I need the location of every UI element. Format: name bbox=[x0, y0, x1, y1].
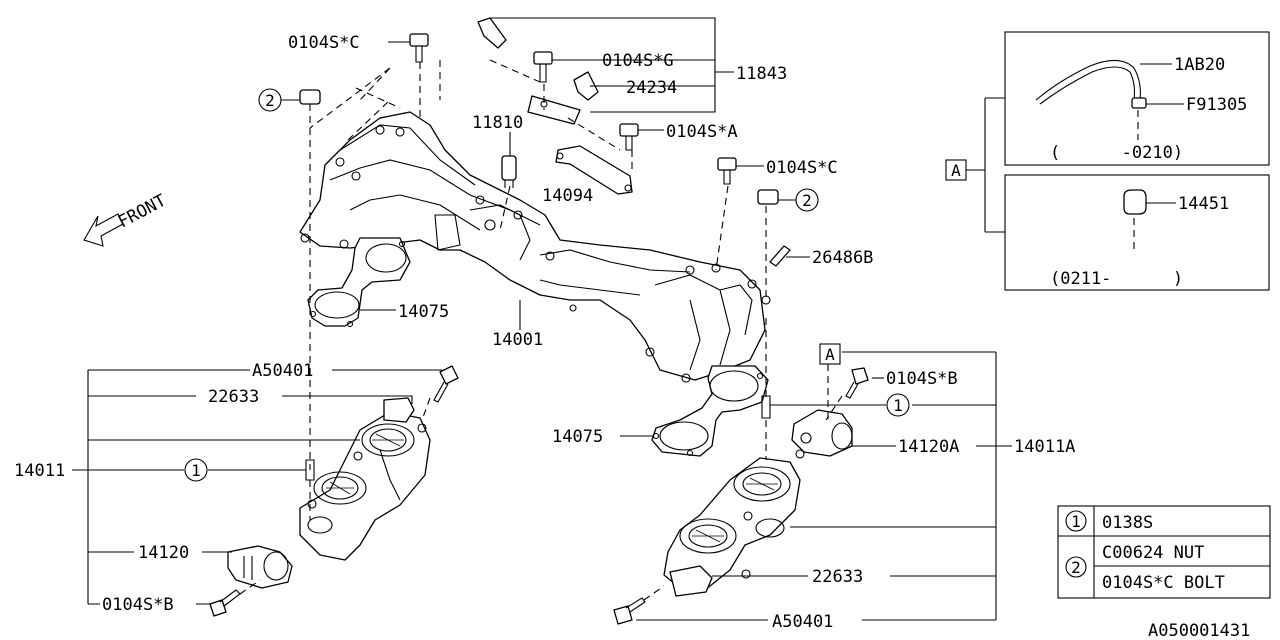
sensor-14120a bbox=[791, 409, 853, 457]
legend-text-nut: C00624 NUT bbox=[1102, 543, 1204, 563]
fitting-26486b bbox=[769, 245, 791, 267]
svg-text:1: 1 bbox=[1071, 512, 1081, 531]
label-14120a: 14120A bbox=[898, 437, 959, 457]
label-14011: 14011 bbox=[14, 461, 65, 481]
gasket-lower bbox=[651, 365, 769, 457]
svg-text:A: A bbox=[951, 161, 961, 180]
label-26486b: 26486B bbox=[812, 248, 873, 268]
front-arrow-icon: FRONT bbox=[83, 191, 170, 247]
marker-circle-2-left: 2 bbox=[258, 88, 300, 112]
marker-box-a-right: A bbox=[819, 343, 841, 365]
svg-text:1: 1 bbox=[893, 396, 903, 415]
bracket-14094 bbox=[555, 145, 633, 195]
legend-marker-1: 1 bbox=[1065, 510, 1087, 532]
label-0104s-c-top: 0104S*C bbox=[288, 33, 360, 53]
label-0104s-g: 0104S*G bbox=[602, 51, 674, 71]
label-0104s-b-right: 0104S*B bbox=[886, 369, 958, 389]
label-14075-upper: 14075 bbox=[398, 302, 449, 322]
intake-manifold bbox=[299, 111, 771, 383]
svg-text:2: 2 bbox=[1071, 558, 1081, 577]
marker-box-a-panel: A bbox=[945, 159, 967, 181]
label-22633-lower: 22633 bbox=[812, 567, 863, 587]
legend-table bbox=[1057, 505, 1271, 599]
label-range-upper: ( -0210) bbox=[1050, 143, 1183, 163]
throttle-body-right bbox=[663, 449, 805, 597]
detail-panel-a bbox=[966, 31, 1270, 291]
legend-text-bolt: 0104S*C BOLT bbox=[1102, 573, 1225, 593]
label-24234: 24234 bbox=[626, 78, 677, 98]
label-14011a: 14011A bbox=[1014, 437, 1075, 457]
svg-text:1: 1 bbox=[191, 461, 201, 480]
svg-text:A: A bbox=[825, 345, 835, 364]
throttle-body-left bbox=[299, 397, 431, 561]
label-14001: 14001 bbox=[492, 330, 543, 350]
fastener-glyphs bbox=[209, 33, 869, 625]
gasket-upper bbox=[307, 237, 411, 328]
marker-circle-2-right: 2 bbox=[795, 188, 819, 212]
bracket-24234 bbox=[477, 17, 599, 125]
front-label: FRONT bbox=[115, 191, 170, 233]
marker-circle-1-right: 1 bbox=[886, 393, 910, 417]
label-14094: 14094 bbox=[542, 186, 593, 206]
label-1ab20: 1AB20 bbox=[1174, 55, 1225, 75]
label-a50401-lower: A50401 bbox=[772, 612, 833, 632]
label-14120: 14120 bbox=[138, 543, 189, 563]
leader-lines bbox=[72, 17, 1012, 621]
assembly-dashed-lines bbox=[239, 59, 843, 601]
legend-text-0138s: 0138S bbox=[1102, 513, 1153, 533]
svg-text:2: 2 bbox=[265, 91, 275, 110]
label-a50401-upper: A50401 bbox=[252, 361, 313, 381]
drawing-number: A050001431 bbox=[1148, 621, 1250, 640]
label-22633-upper: 22633 bbox=[208, 387, 259, 407]
sensor-11810 bbox=[501, 155, 517, 188]
label-11810: 11810 bbox=[472, 113, 523, 133]
label-14451: 14451 bbox=[1178, 194, 1229, 214]
label-0104s-b-left: 0104S*B bbox=[102, 595, 174, 615]
label-14075-lower: 14075 bbox=[552, 427, 603, 447]
sensor-14120 bbox=[227, 545, 293, 589]
label-0104s-a: 0104S*A bbox=[666, 122, 738, 142]
svg-text:2: 2 bbox=[802, 191, 812, 210]
label-range-lower: (0211- ) bbox=[1050, 269, 1183, 289]
marker-circle-1-left: 1 bbox=[184, 458, 208, 482]
legend-marker-2: 2 bbox=[1065, 556, 1087, 578]
label-11843: 11843 bbox=[736, 64, 787, 84]
label-f91305: F91305 bbox=[1186, 95, 1247, 115]
label-0104s-c-right: 0104S*C bbox=[766, 158, 838, 178]
